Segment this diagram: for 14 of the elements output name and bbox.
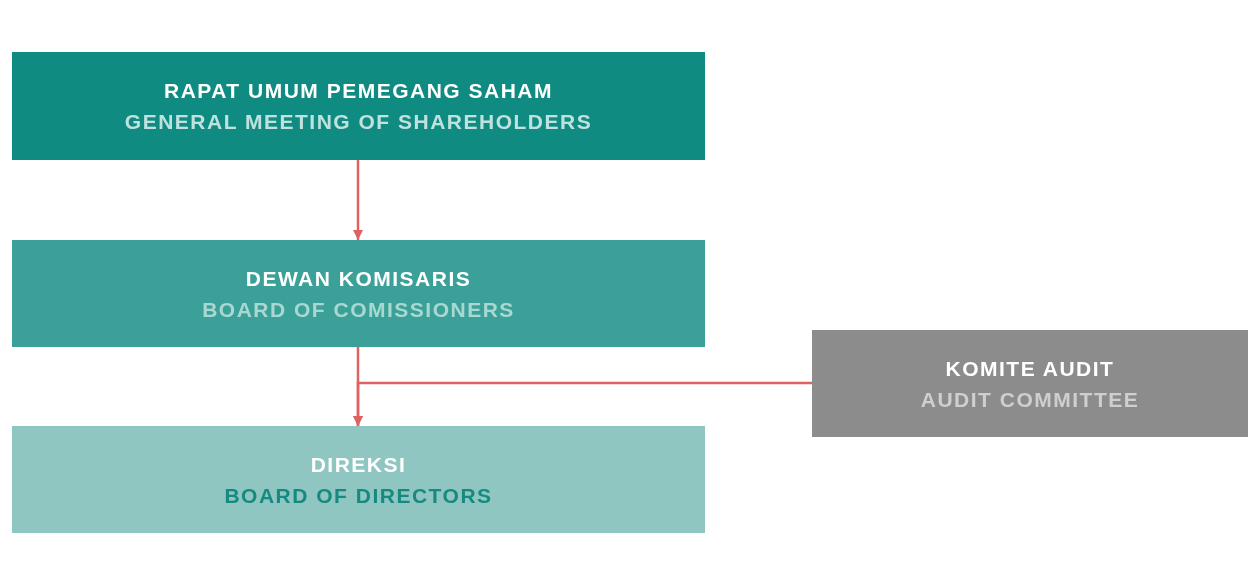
org-box xyxy=(12,52,705,160)
box-subtitle: BOARD OF COMISSIONERS xyxy=(202,296,515,323)
box-subtitle: GENERAL MEETING OF SHAREHOLDERS xyxy=(124,109,593,135)
box-title: RAPAT UMUM PEMEGANG SAHAM xyxy=(163,78,553,104)
org-box xyxy=(12,240,705,347)
box-subtitle: AUDIT COMMITTEE xyxy=(920,386,1140,413)
org-box xyxy=(812,330,1248,437)
box-title: KOMITE AUDIT xyxy=(945,355,1115,382)
org-box xyxy=(12,426,705,533)
connector-arrow xyxy=(353,160,363,240)
box-title: DIREKSI xyxy=(310,451,407,478)
connector-arrow xyxy=(353,381,812,426)
box-title: DEWAN KOMISARIS xyxy=(245,265,472,292)
box-subtitle: BOARD OF DIRECTORS xyxy=(224,482,493,509)
